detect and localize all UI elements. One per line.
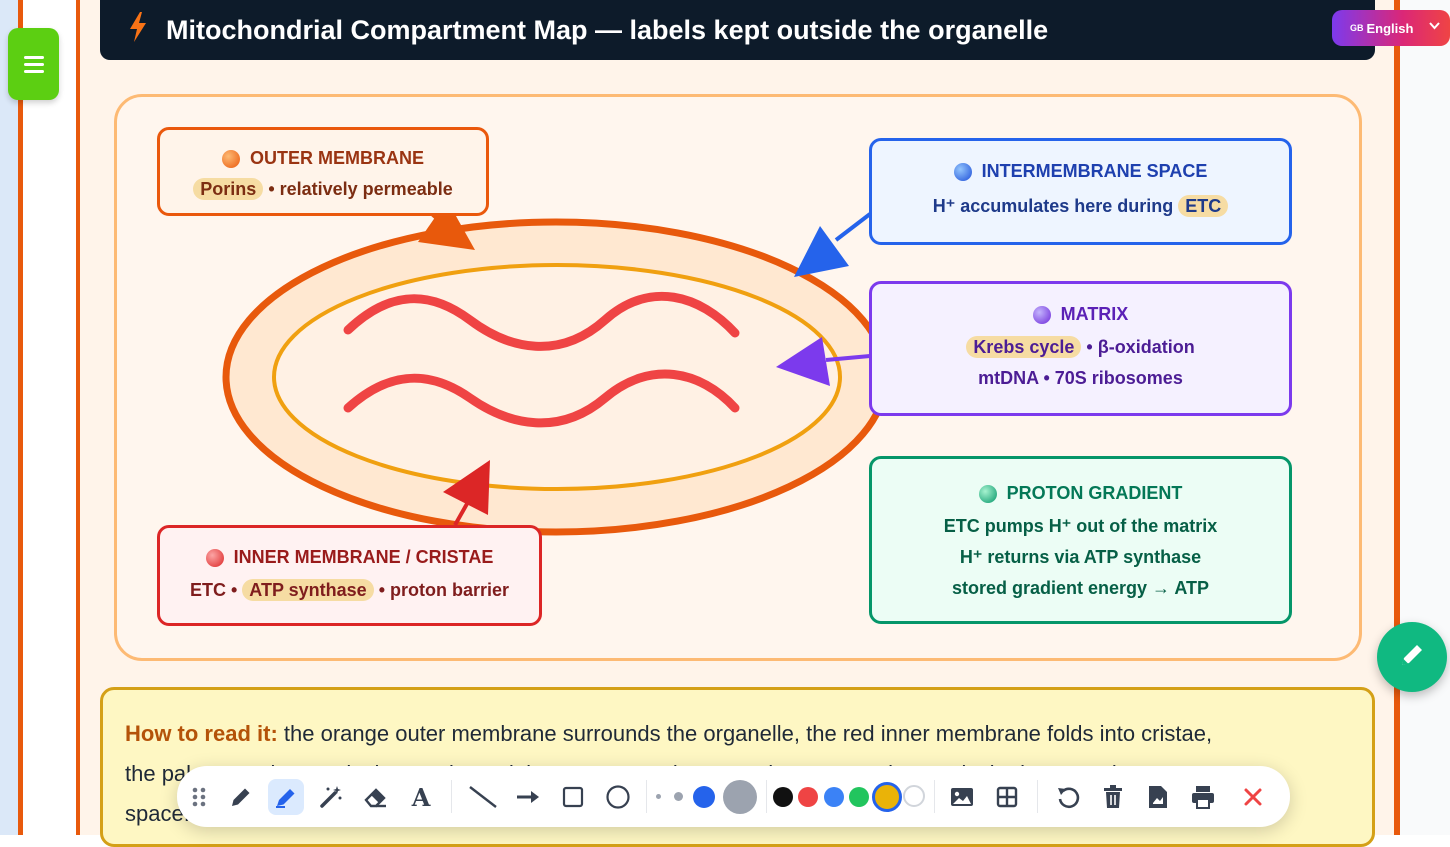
intermembrane-dot-icon: [953, 162, 972, 181]
outer-membrane-heading: OUTER MEMBRANE: [250, 148, 424, 168]
proton-detail-2: H⁺ returns via ATP synthase: [959, 547, 1202, 567]
toolbar-divider: [451, 780, 452, 813]
outer-membrane-dot-icon: [222, 149, 240, 168]
crista-lower: [343, 369, 740, 428]
intermembrane-detail: H⁺ accumulates here during: [932, 196, 1174, 216]
color-swatch-black[interactable]: [773, 787, 793, 807]
color-swatch-yellow-selected[interactable]: [872, 782, 902, 812]
krebs-highlight: Krebs cycle: [966, 336, 1082, 358]
label-outer-membrane: OUTER MEMBRANE Porins • relatively perme…: [157, 127, 489, 216]
inner-membrane-detail-pre: ETC •: [189, 580, 238, 600]
color-swatch-green[interactable]: [849, 787, 869, 807]
close-icon[interactable]: [1235, 779, 1271, 815]
export-icon[interactable]: [1140, 779, 1176, 815]
stroke-size-m[interactable]: [693, 786, 715, 808]
highlighter-icon[interactable]: [268, 779, 304, 815]
panel-left-border: [76, 0, 80, 835]
drag-handle-icon[interactable]: [181, 779, 217, 815]
left-edge-strip: [0, 0, 22, 835]
magic-wand-icon[interactable]: [313, 779, 349, 815]
proton-gradient-heading: PROTON GRADIENT: [1006, 483, 1183, 503]
line-icon[interactable]: [465, 779, 501, 815]
inner-membrane-pointer: [443, 460, 490, 526]
page-title: Mitochondrial Compartment Map — labels k…: [166, 14, 1049, 45]
language-label: English: [1366, 20, 1414, 36]
pen-icon[interactable]: [223, 779, 259, 815]
pencil-icon: [1396, 639, 1428, 675]
grid-icon[interactable]: [989, 779, 1025, 815]
matrix-dot-icon: [1032, 305, 1051, 324]
eraser-icon[interactable]: [358, 779, 394, 815]
toolbar-divider: [646, 780, 647, 813]
stroke-size-xs[interactable]: [656, 794, 661, 799]
svg-text:A: A: [411, 784, 431, 810]
menu-button[interactable]: [8, 28, 59, 100]
matrix-heading: MATRIX: [1060, 304, 1129, 324]
text-icon[interactable]: A: [403, 779, 439, 815]
porins-highlight: Porins: [193, 178, 264, 200]
arrow-icon[interactable]: [510, 779, 546, 815]
how-to-read-line-1: the orange outer membrane surrounds the …: [283, 721, 1213, 746]
etc-highlight: ETC: [1178, 195, 1229, 217]
chevron-down-icon: [1429, 20, 1440, 34]
edit-button[interactable]: [1377, 622, 1447, 692]
undo-icon[interactable]: [1050, 779, 1086, 815]
outer-membrane-pointer: [418, 200, 475, 250]
stroke-size-s[interactable]: [674, 792, 683, 801]
drawing-toolbar: A: [177, 766, 1290, 827]
label-intermembrane-space: INTERMEMBRANE SPACE H⁺ accumulates here …: [869, 138, 1292, 245]
outer-membrane-detail: • relatively permeable: [268, 179, 453, 199]
matrix-detail-1: • β-oxidation: [1086, 337, 1195, 357]
language-selector[interactable]: GB English: [1332, 10, 1450, 46]
flag-icon: GB: [1350, 23, 1364, 33]
inner-membrane-dot-icon: [205, 548, 224, 567]
color-swatch-white[interactable]: [903, 785, 925, 807]
circle-icon[interactable]: [600, 779, 636, 815]
how-to-read-lead: How to read it:: [125, 721, 278, 746]
label-inner-membrane: INNER MEMBRANE / CRISTAE ETC • ATP synth…: [157, 525, 542, 626]
toolbar-divider: [1037, 780, 1038, 813]
trash-icon[interactable]: [1095, 779, 1131, 815]
lightning-bolt-icon: [128, 11, 148, 49]
proton-detail-1: ETC pumps H⁺ out of the matrix: [943, 516, 1218, 536]
color-swatch-red[interactable]: [798, 787, 818, 807]
inner-membrane-detail-post: • proton barrier: [378, 580, 510, 600]
inner-membrane-heading: INNER MEMBRANE / CRISTAE: [233, 547, 494, 567]
print-icon[interactable]: [1185, 779, 1221, 815]
toolbar-divider: [766, 780, 767, 813]
hamburger-menu-icon: [23, 56, 44, 73]
label-matrix: MATRIX Krebs cycle • β-oxidation mtDNA •…: [869, 281, 1292, 416]
intermembrane-heading: INTERMEMBRANE SPACE: [981, 161, 1208, 181]
crista-upper: [343, 291, 740, 351]
color-swatch-blue[interactable]: [824, 787, 844, 807]
proton-gradient-dot-icon: [978, 484, 997, 503]
matrix-detail-2: mtDNA • 70S ribosomes: [978, 368, 1183, 388]
right-edge-strip: [1400, 0, 1450, 835]
panel-right-border: [1394, 0, 1400, 835]
matrix-pointer: [776, 337, 871, 386]
inner-membrane-shape: [272, 263, 842, 491]
stroke-size-l[interactable]: [723, 780, 757, 814]
title-bar: Mitochondrial Compartment Map — labels k…: [100, 0, 1375, 60]
rectangle-icon[interactable]: [555, 779, 591, 815]
intermembrane-pointer: [794, 212, 872, 277]
left-accent-rail: [18, 0, 23, 835]
atp-synthase-highlight: ATP synthase: [242, 579, 374, 601]
label-proton-gradient: PROTON GRADIENT ETC pumps H⁺ out of the …: [869, 456, 1292, 624]
toolbar-divider: [934, 780, 935, 813]
image-icon[interactable]: [944, 779, 980, 815]
proton-detail-3: stored gradient energy → ATP: [951, 578, 1210, 598]
